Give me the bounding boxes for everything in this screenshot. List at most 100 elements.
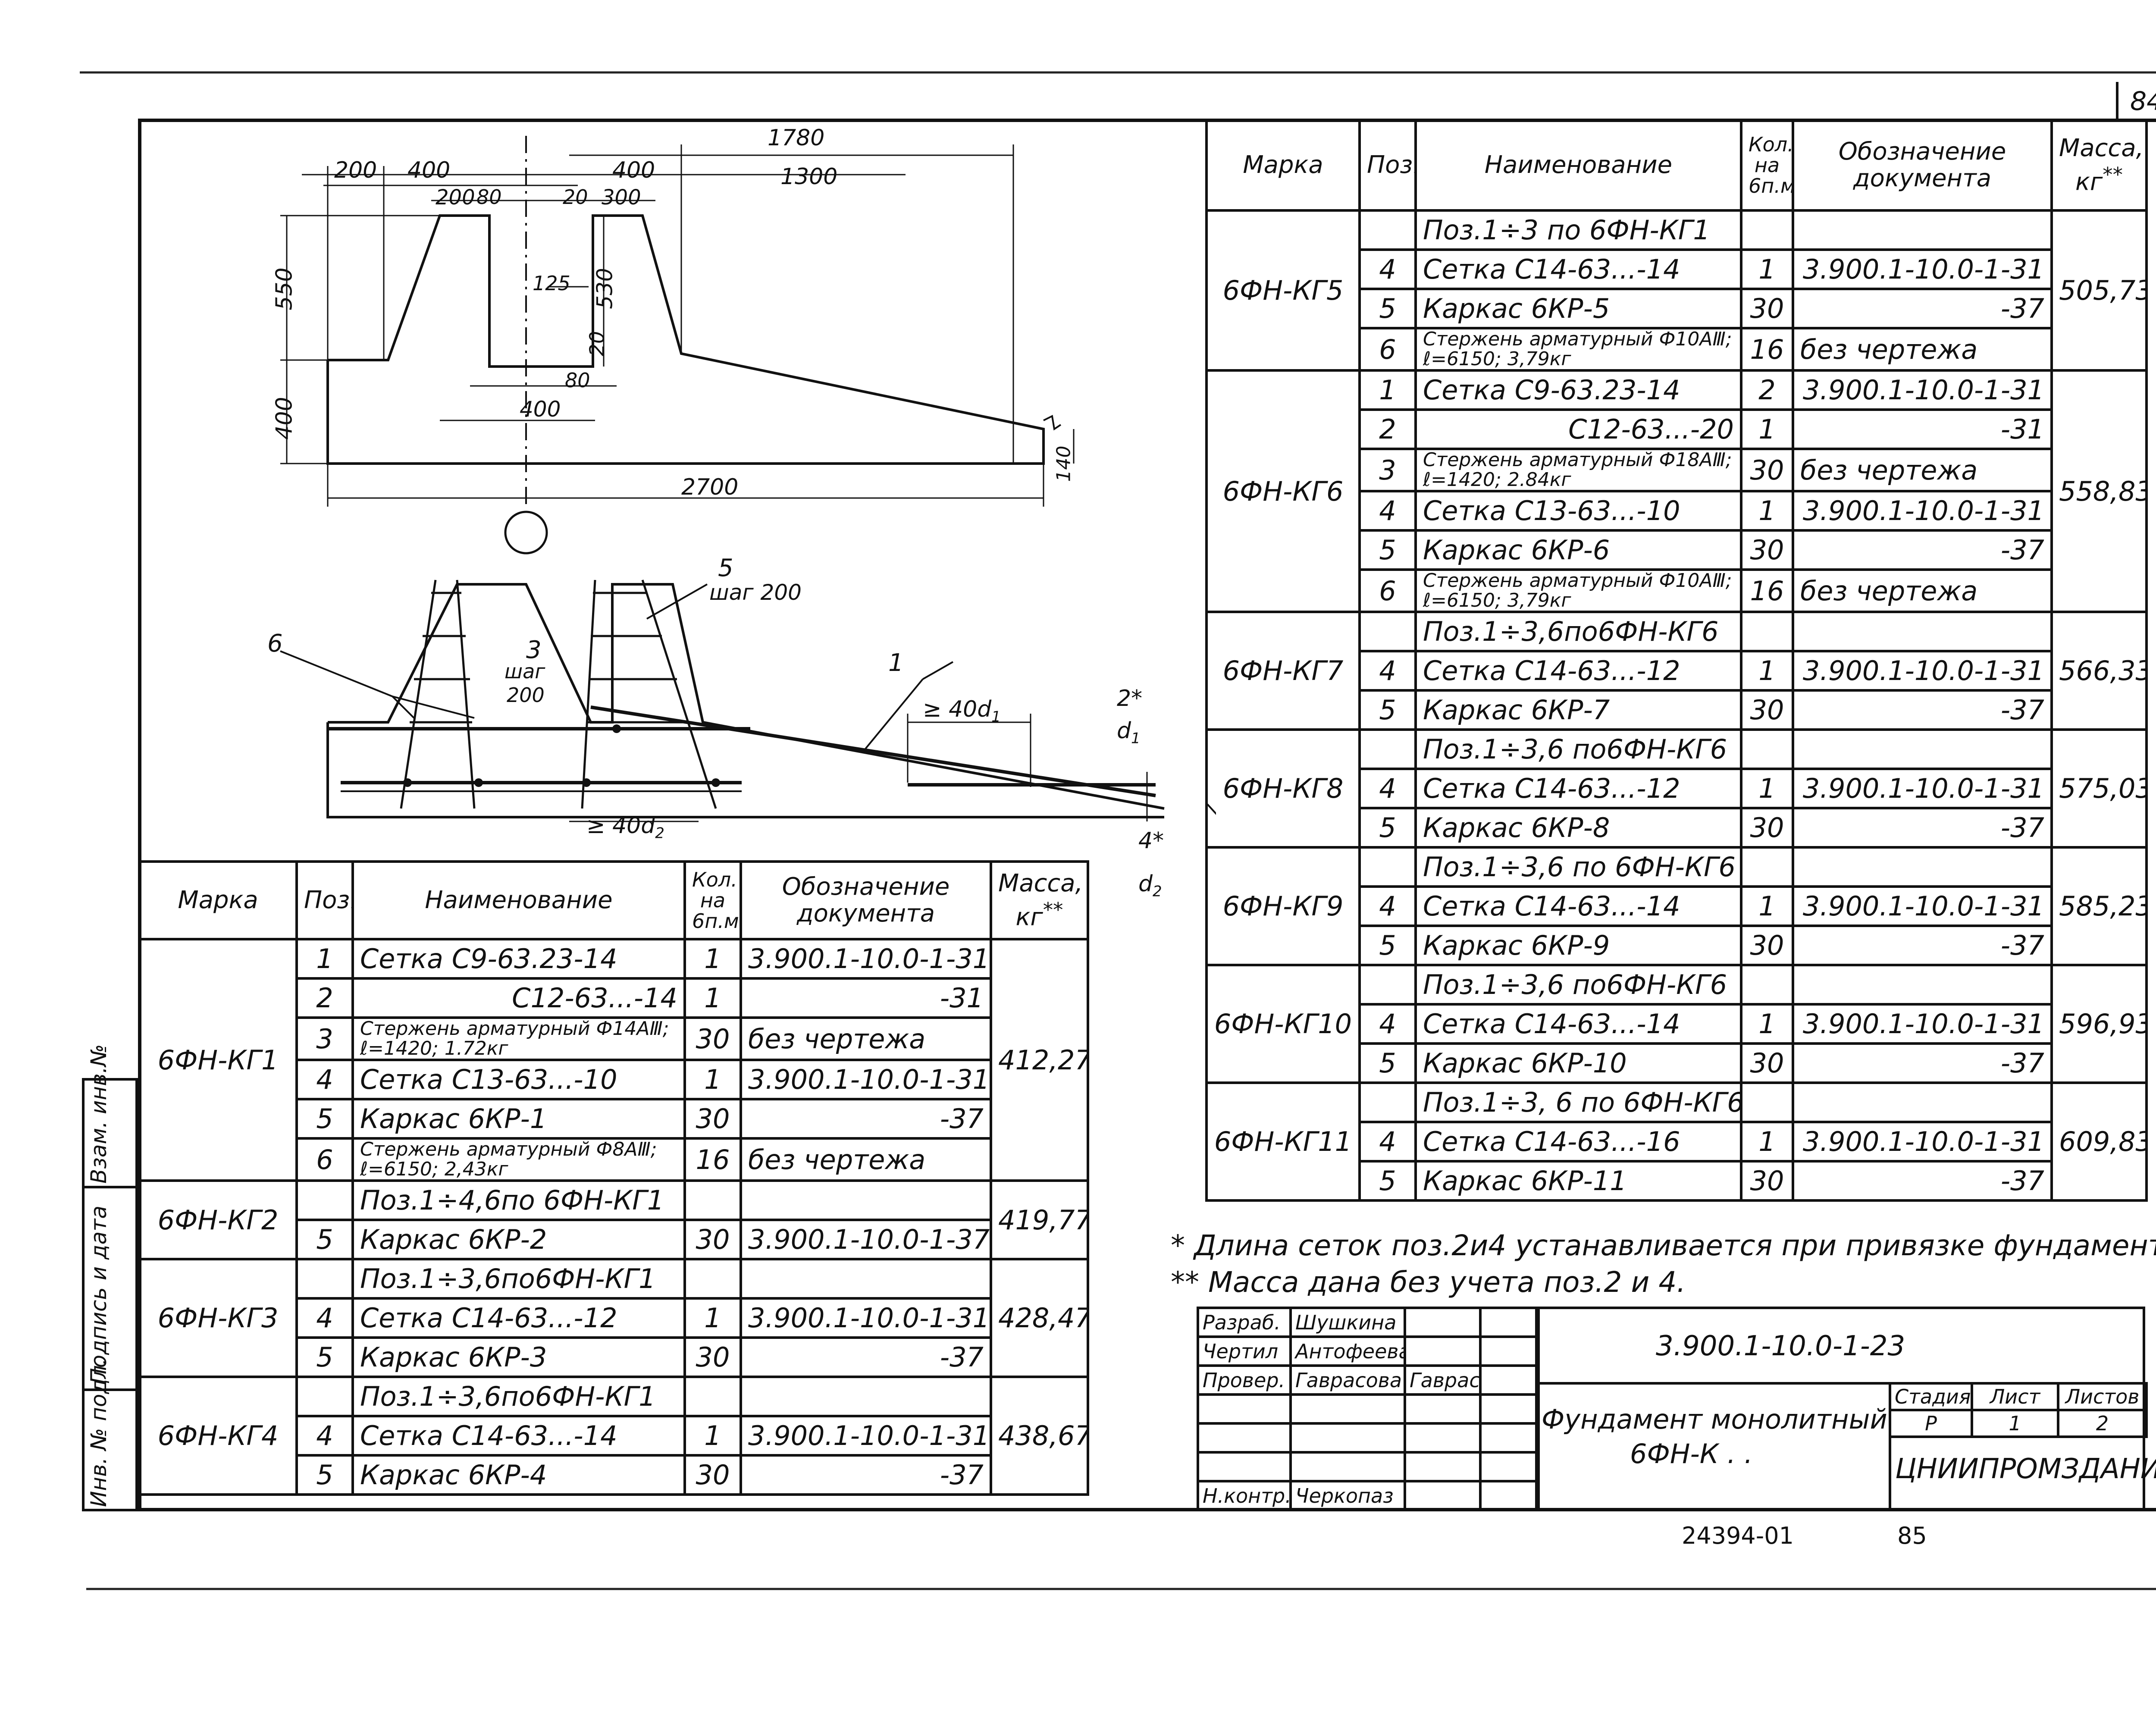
cell-qty: 1	[1740, 650, 1794, 692]
cell-doc: 3.900.1-10.0-1-31	[1792, 650, 2053, 692]
cell-name: Каркас 6КР-8	[1414, 807, 1742, 849]
cell-doc: -31	[1792, 408, 2053, 450]
cell-mass: 585,23	[2050, 846, 2148, 966]
cell-doc: 3.900.1-10.0-1-31	[740, 1297, 992, 1339]
cell-poz	[1358, 209, 1417, 251]
callout-d1: d1	[1117, 718, 1141, 747]
title-role: Чертил	[1197, 1335, 1292, 1367]
cell-marka: 6ФН-КГ8	[1205, 728, 1361, 849]
cell-name: Поз.1÷3, 6 по 6ФН-КГ6	[1414, 1081, 1742, 1123]
cell-doc	[1792, 846, 2053, 888]
callout-40d1: ≥ 40d1	[923, 696, 1001, 726]
cell-doc: 3.900.1-10.0-1-31	[1792, 248, 2053, 290]
cell-marka: 6ФН-КГ9	[1205, 846, 1361, 966]
cell-poz: 5	[295, 1336, 354, 1378]
cell-marka: 6ФН-КГ10	[1205, 964, 1361, 1084]
dim-400c: 400	[520, 397, 561, 422]
cell-qty: 1	[683, 1415, 742, 1457]
cell-poz	[1358, 1081, 1417, 1123]
title-date	[1479, 1451, 1540, 1482]
table-header-row: Марка Поз. Наименование Кол. на 6п.м Обо…	[138, 860, 1089, 940]
cell-doc: -37	[740, 1336, 992, 1378]
cell-poz: 5	[1358, 1160, 1417, 1202]
cell-poz: 4	[1358, 650, 1417, 692]
cell-qty: 1	[1740, 885, 1794, 927]
cell-name: Каркас 6КР-6	[1414, 529, 1742, 571]
cell-name: Сетка С14-63...-14	[351, 1415, 686, 1457]
cell-marka: 6ФН-КГ2	[138, 1179, 298, 1260]
title-date	[1479, 1480, 1540, 1511]
cell-poz: 2	[295, 977, 354, 1019]
title-row: Н.контр.Черкопаз	[1197, 1480, 1540, 1511]
cell-name: Сетка С14-63...-12	[1414, 650, 1742, 692]
cell-doc: 3.900.1-10.0-1-31	[1792, 369, 2053, 411]
dim-80a: 80	[476, 185, 502, 209]
cell-qty	[683, 1179, 742, 1221]
title-role	[1197, 1451, 1292, 1482]
cell-qty	[1740, 209, 1794, 251]
cell-qty: 1	[683, 1059, 742, 1100]
cell-qty	[1740, 964, 1794, 1006]
sidebar-replace-cell	[85, 1081, 135, 1188]
cell-doc: 3.900.1-10.0-1-31	[1792, 768, 2053, 809]
cell-doc: -37	[1792, 1160, 2053, 1202]
cell-qty: 1	[1740, 408, 1794, 450]
document-title-line2: 6ФН-К . .	[1630, 1438, 1753, 1470]
cell-poz: 4	[295, 1059, 354, 1100]
dim-530: 530	[592, 268, 617, 309]
table-header-row: Марка Поз. Наименование Кол. на 6п.м Обо…	[1205, 119, 2148, 212]
dim-200b: 200	[436, 185, 475, 210]
sheet-value: 1	[1971, 1409, 2059, 1438]
cell-qty: 1	[683, 938, 742, 980]
note-2: ** Масса дана без учета поз.2 и 4.	[1171, 1266, 1686, 1299]
cell-name: Каркас 6КР-10	[1414, 1042, 1742, 1084]
cell-name: Поз.1÷3,6 по6ФН-КГ6	[1414, 728, 1742, 770]
dim-400v: 400	[271, 397, 298, 440]
cell-name: Каркас 6КР-5	[1414, 288, 1742, 329]
foundation-drawing	[280, 136, 1216, 822]
cell-poz	[1358, 611, 1417, 652]
title-sign	[1404, 1480, 1482, 1511]
cell-mass: 566,33	[2050, 611, 2148, 731]
cell-doc	[740, 1179, 992, 1221]
cell-name: Каркас 6КР-2	[351, 1219, 686, 1260]
cell-doc: 3.900.1-10.0-1-31	[1792, 1121, 2053, 1163]
cell-poz	[1358, 728, 1417, 770]
dim-200a: 200	[334, 157, 377, 183]
cell-doc: без чертежа	[1792, 568, 2053, 613]
cell-doc: -37	[740, 1098, 992, 1140]
cell-qty: 2	[1740, 369, 1794, 411]
cell-qty: 30	[1740, 1160, 1794, 1202]
cell-marka: 6ФН-КГ6	[1205, 369, 1361, 613]
title-sign	[1404, 1335, 1482, 1367]
cell-doc	[1792, 728, 2053, 770]
cell-doc: без чертежа	[740, 1137, 992, 1182]
stage-value: Р	[1889, 1409, 1973, 1438]
callout-40d2: ≥ 40d2	[586, 813, 664, 842]
cell-qty	[683, 1376, 742, 1417]
cell-poz: 4	[1358, 1121, 1417, 1163]
cell-doc: 3.900.1-10.0-1-31	[1792, 490, 2053, 532]
cell-doc: -37	[1792, 1042, 2053, 1084]
cell-name: Сетка С14-63...-14	[1414, 1003, 1742, 1045]
cell-name: Каркас 6КР-9	[1414, 924, 1742, 966]
sidebar-sign-date: Подпись и дата	[86, 1205, 111, 1384]
cell-name: Сетка С14-63...-12	[351, 1297, 686, 1339]
dim-80b: 80	[565, 369, 590, 392]
